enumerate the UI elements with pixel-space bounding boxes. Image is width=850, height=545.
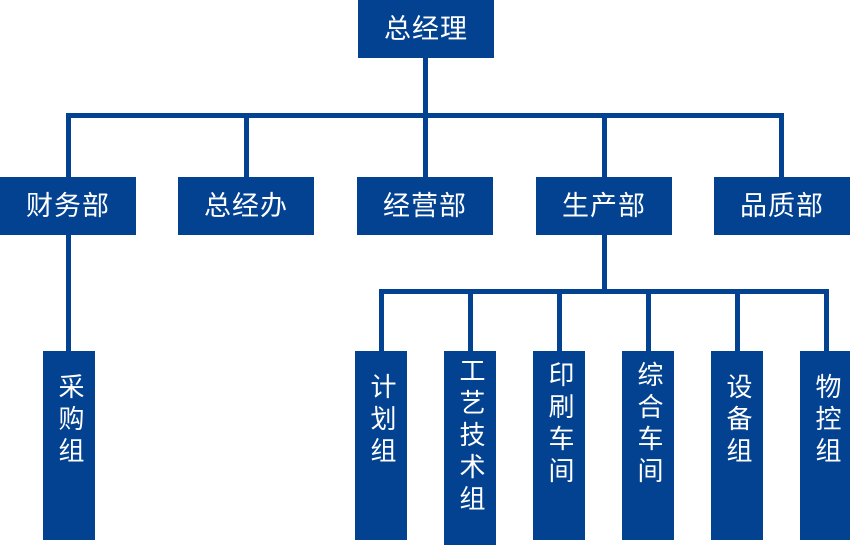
node-quality-department[interactable]: 品质部 (714, 177, 850, 235)
connector-drop-planning (379, 289, 384, 352)
node-equipment-group[interactable]: 设备组 (711, 351, 763, 540)
connector-production-stem (602, 235, 607, 293)
node-gm-office[interactable]: 总经办 (178, 177, 314, 235)
connector-production-bus (379, 289, 829, 294)
node-label-business-department: 经营部 (383, 190, 467, 221)
node-finance-department[interactable]: 财务部 (0, 177, 136, 235)
node-purchasing-group[interactable]: 采购组 (43, 351, 95, 540)
connector-finance-to-purchasing (66, 235, 71, 352)
node-general-manager[interactable]: 总经理 (358, 0, 494, 58)
connector-drop-production (602, 113, 607, 178)
node-printing-workshop[interactable]: 印刷车间 (533, 351, 585, 540)
node-label-printing-workshop: 印刷车间 (545, 361, 574, 489)
node-business-department[interactable]: 经营部 (357, 177, 493, 235)
connector-drop-general-workshop (646, 289, 651, 352)
connector-drop-printing-workshop (557, 289, 562, 352)
node-label-process-technology-group: 工艺技术组 (456, 357, 485, 517)
node-label-quality-department: 品质部 (740, 190, 824, 221)
connector-root-stem (423, 58, 428, 116)
connector-drop-finance (66, 113, 71, 178)
node-material-control-group[interactable]: 物控组 (800, 351, 850, 540)
node-label-gm-office: 总经办 (204, 190, 288, 221)
node-process-technology-group[interactable]: 工艺技术组 (444, 351, 496, 545)
node-label-production-department: 生产部 (562, 190, 646, 221)
connector-drop-business (423, 113, 428, 178)
node-label-planning-group: 计划组 (367, 373, 396, 469)
node-label-finance-department: 财务部 (26, 190, 110, 221)
node-label-purchasing-group: 采购组 (55, 373, 84, 469)
connector-drop-process-tech (468, 289, 473, 352)
node-general-workshop[interactable]: 综合车间 (622, 351, 674, 540)
connector-drop-gm-office (244, 113, 249, 178)
connector-drop-quality (779, 113, 784, 178)
node-production-department[interactable]: 生产部 (536, 177, 672, 235)
node-label-equipment-group: 设备组 (723, 373, 752, 469)
node-label-material-control-group: 物控组 (812, 373, 841, 469)
connector-drop-equipment (735, 289, 740, 352)
node-planning-group[interactable]: 计划组 (355, 351, 407, 540)
node-label-general-workshop: 综合车间 (634, 361, 663, 489)
node-label-general-manager: 总经理 (384, 13, 468, 44)
connector-drop-material-control (824, 289, 829, 352)
